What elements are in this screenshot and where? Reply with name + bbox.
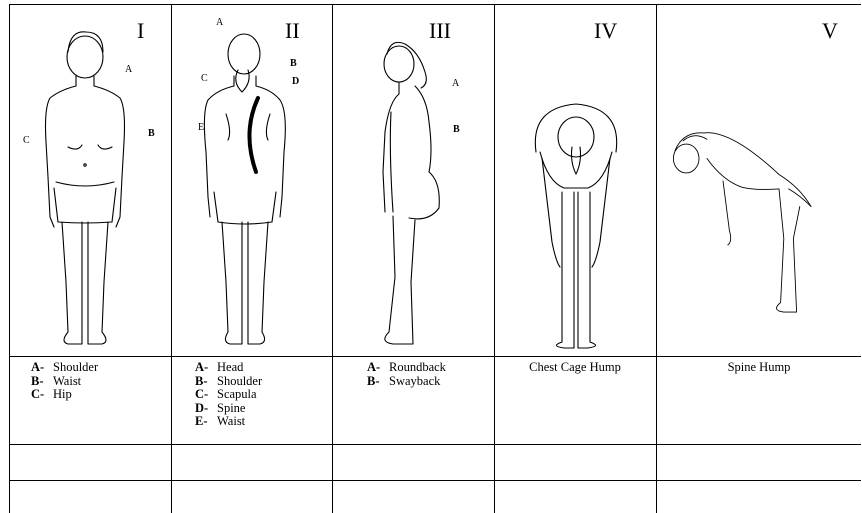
caption-text: Waist bbox=[217, 415, 245, 429]
marker-label: D bbox=[292, 76, 299, 87]
caption-row: B-Waist bbox=[31, 375, 98, 389]
marker-label: E bbox=[198, 122, 204, 133]
caption-key: A- bbox=[31, 361, 53, 375]
front-view-figure bbox=[10, 12, 170, 357]
forward-bend-front-figure bbox=[496, 12, 656, 357]
caption-text: Swayback bbox=[389, 375, 440, 389]
caption-list: A-Head B-Shoulder C-Scapula D-Spine E-Wa… bbox=[195, 361, 262, 429]
marker-label: B bbox=[290, 58, 297, 69]
marker-label: C bbox=[23, 135, 30, 146]
caption-row: A-Head bbox=[195, 361, 262, 375]
caption-key: A- bbox=[195, 361, 217, 375]
caption-key: B- bbox=[31, 375, 53, 389]
caption-text: Hip bbox=[53, 388, 72, 402]
caption-row: B-Swayback bbox=[367, 375, 446, 389]
caption-key: C- bbox=[195, 388, 217, 402]
caption-key: E- bbox=[195, 415, 217, 429]
caption-title: Spine Hump bbox=[657, 361, 861, 375]
marker-label: B bbox=[148, 128, 155, 139]
caption-row: A-Roundback bbox=[367, 361, 446, 375]
caption-row: E-Waist bbox=[195, 415, 262, 429]
caption-row: B-Shoulder bbox=[195, 375, 262, 389]
screening-chart: I II III IV V A B C A B C D E bbox=[9, 4, 861, 513]
caption-text: Waist bbox=[53, 375, 81, 389]
side-view-figure bbox=[333, 12, 493, 357]
vertical-rule bbox=[494, 4, 495, 513]
back-view-figure bbox=[172, 12, 332, 357]
caption-list: A-Shoulder B-Waist C-Hip bbox=[31, 361, 98, 402]
marker-label: A bbox=[216, 17, 223, 28]
row-rule bbox=[9, 444, 861, 445]
marker-label: B bbox=[453, 124, 460, 135]
caption-title: Chest Cage Hump bbox=[495, 361, 655, 375]
caption-key: A- bbox=[367, 361, 389, 375]
caption-row: C-Hip bbox=[31, 388, 98, 402]
top-rule bbox=[9, 4, 861, 5]
row-rule bbox=[9, 480, 861, 481]
caption-text: Shoulder bbox=[53, 361, 98, 375]
caption-list: A-Roundback B-Swayback bbox=[367, 361, 446, 388]
caption-row: A-Shoulder bbox=[31, 361, 98, 375]
caption-row: D-Spine bbox=[195, 402, 262, 416]
caption-key: B- bbox=[367, 375, 389, 389]
caption-key: B- bbox=[195, 375, 217, 389]
caption-key: C- bbox=[31, 388, 53, 402]
marker-label: C bbox=[201, 73, 208, 84]
caption-text: Spine bbox=[217, 402, 245, 416]
panel-numeral: V bbox=[822, 18, 838, 44]
forward-bend-side-figure bbox=[659, 12, 819, 357]
caption-text: Scapula bbox=[217, 388, 257, 402]
marker-label: A bbox=[125, 64, 132, 75]
caption-key: D- bbox=[195, 402, 217, 416]
vertical-rule bbox=[656, 4, 657, 513]
caption-text: Roundback bbox=[389, 361, 446, 375]
caption-text: Head bbox=[217, 361, 243, 375]
caption-text: Shoulder bbox=[217, 375, 262, 389]
marker-label: A bbox=[452, 78, 459, 89]
caption-row: C-Scapula bbox=[195, 388, 262, 402]
